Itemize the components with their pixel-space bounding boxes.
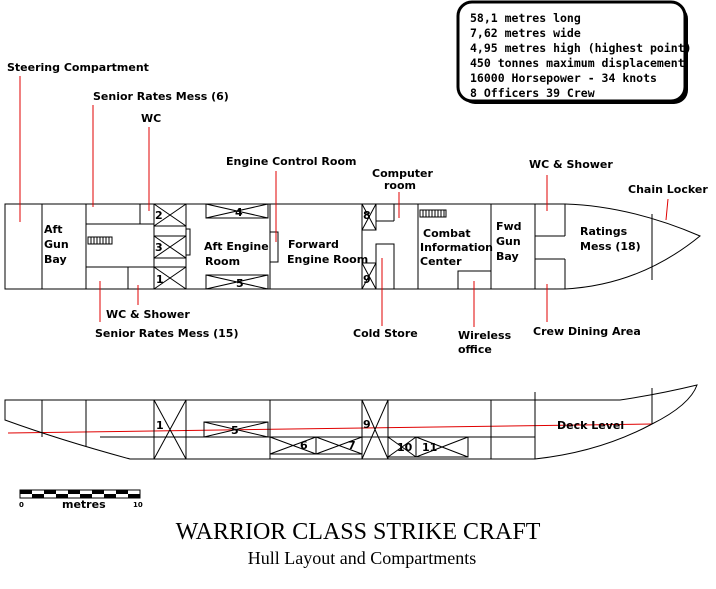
plan-view: 2 3 1 4 5 8 9 Aft Gun Bay Aft Engine Roo… (4, 203, 701, 290)
engine-control-room (269, 231, 279, 263)
callout-wc: WC (141, 112, 161, 125)
callout-crew-dining-area: Crew Dining Area (533, 325, 641, 338)
side-compartment-number: 5 (231, 424, 239, 437)
side-compartment-number: 1 (156, 419, 164, 432)
compartment-number: 8 (363, 209, 371, 222)
callout-chain-locker: Chain Locker (628, 183, 708, 196)
spec-line: 7,62 metres wide (470, 26, 581, 40)
room-label-cic: Center (420, 255, 462, 268)
room-label-ratings-mess: Ratings (580, 225, 628, 238)
room-label-fwd-gun-bay: Bay (496, 250, 519, 263)
tank-8 (361, 203, 377, 231)
callout-cold-store: Cold Store (353, 327, 418, 340)
compartment-number: 3 (155, 241, 163, 254)
spec-line: 8 Officers 39 Crew (470, 86, 595, 100)
spec-line: 58,1 metres long (470, 11, 581, 25)
side-tank-5 (203, 421, 269, 438)
side-tank-6 (269, 436, 317, 455)
compartment-number: 4 (235, 206, 243, 219)
scale-unit: metres (62, 498, 106, 511)
tank-4 (205, 203, 269, 219)
callout-wc-shower-top: WC & Shower (529, 158, 613, 171)
tank-1 (153, 266, 187, 290)
room-label-cic: Information (420, 241, 493, 254)
callout-computer-room: Computer (372, 167, 434, 180)
room-label-aft-engine-room: Aft Engine (204, 240, 269, 253)
spec-line: 16000 Horsepower - 34 knots (470, 71, 657, 85)
room-label-fwd-gun-bay: Gun (496, 235, 521, 248)
tank-5 (205, 274, 269, 290)
tank-2 (153, 203, 187, 227)
compartment-number: 5 (236, 277, 244, 290)
deck-level-label: Deck Level (557, 419, 624, 432)
spec-line: 4,95 metres high (highest point) (470, 41, 692, 55)
side-hull-outline (4, 384, 698, 460)
compartment-number: 9 (363, 273, 371, 286)
callout-wireless-office: Wireless (458, 329, 512, 342)
callout-senior-rates-mess-15: Senior Rates Mess (15) (95, 327, 238, 340)
callout-steering-compartment: Steering Compartment (7, 61, 149, 74)
room-label-aft-gun-bay: Gun (44, 238, 69, 251)
room-label-ratings-mess: Mess (18) (580, 240, 641, 253)
scale-start: 0 (19, 501, 24, 509)
side-view: 1 5 6 7 9 10 11 Deck Level (4, 384, 698, 460)
plan-hull-outline (4, 203, 701, 290)
side-compartment-number: 10 (397, 441, 413, 454)
callout-computer-room: room (384, 179, 416, 192)
spec-box (456, 0, 687, 103)
room-label-aft-engine-room: Room (205, 255, 240, 268)
compartment-number: 2 (155, 209, 163, 222)
side-tank-1 (153, 399, 187, 460)
diagram-subtitle: Hull Layout and Compartments (248, 548, 476, 568)
callout-lines (7, 76, 669, 434)
diagram-title: WARRIOR CLASS STRIKE CRAFT (176, 519, 541, 545)
stairs-fwd (419, 209, 447, 218)
cold-store (375, 243, 395, 290)
room-label-fwd-gun-bay: Fwd (496, 220, 522, 233)
side-tank-9 (361, 399, 389, 460)
compartment-number: 1 (156, 273, 164, 286)
side-compartment-number: 9 (363, 418, 371, 431)
side-compartment-number: 11 (422, 441, 437, 454)
callout-senior-rates-mess-6: Senior Rates Mess (6) (93, 90, 229, 103)
callout-wireless-office: office (458, 343, 492, 356)
side-compartment-number: 7 (348, 439, 356, 452)
room-label-forward-engine-room: Engine Room (287, 253, 368, 266)
side-tank-7 (315, 436, 363, 455)
callout-wc-shower-bottom: WC & Shower (106, 308, 190, 321)
side-compartment-number: 6 (300, 439, 308, 452)
scale-end: 10 (133, 501, 143, 509)
side-tank-11 (415, 436, 469, 458)
scale-bar: 0 10 metres (19, 489, 143, 511)
room-label-cic: Combat (423, 227, 471, 240)
callout-engine-control-room: Engine Control Room (226, 155, 356, 168)
spec-line: 450 tonnes maximum displacement (470, 56, 685, 70)
room-label-forward-engine-room: Forward (288, 238, 339, 251)
room-label-aft-gun-bay: Aft (44, 223, 63, 236)
room-label-aft-gun-bay: Bay (44, 253, 67, 266)
